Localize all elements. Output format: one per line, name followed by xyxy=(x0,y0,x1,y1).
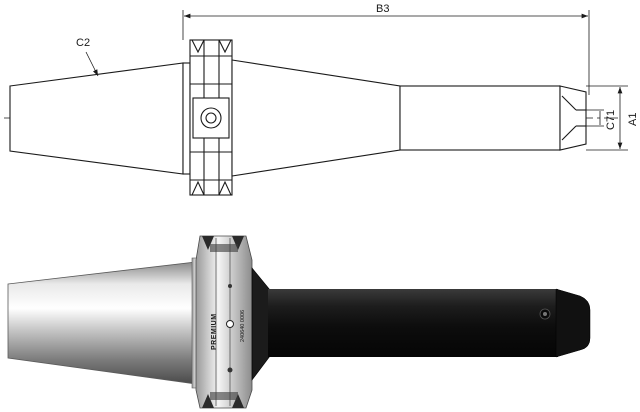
technical-drawing xyxy=(4,10,628,196)
shank-outline xyxy=(399,85,561,151)
label-a1: A1 xyxy=(627,113,639,126)
photo-taper xyxy=(7,261,197,385)
product-photo xyxy=(7,235,591,409)
photo-part-code: 240640 0006 xyxy=(240,310,246,342)
photo-flange xyxy=(195,235,253,409)
photo-brand-text: PREMIUM xyxy=(211,313,218,350)
photo-shank xyxy=(268,289,558,357)
label-b3: B3 xyxy=(376,3,389,15)
photo-body-cone xyxy=(251,267,271,381)
taper-outline xyxy=(9,62,184,175)
label-c71: C71 xyxy=(605,110,617,130)
flange-outline xyxy=(182,39,233,196)
c2-leader-line xyxy=(85,51,99,77)
photo-nose xyxy=(555,288,591,358)
nose-outline xyxy=(559,85,587,151)
body-cone-outline xyxy=(231,59,401,177)
label-c2: C2 xyxy=(76,37,90,49)
orientation-hole xyxy=(200,107,222,129)
photo-orientation-mark xyxy=(226,320,234,328)
